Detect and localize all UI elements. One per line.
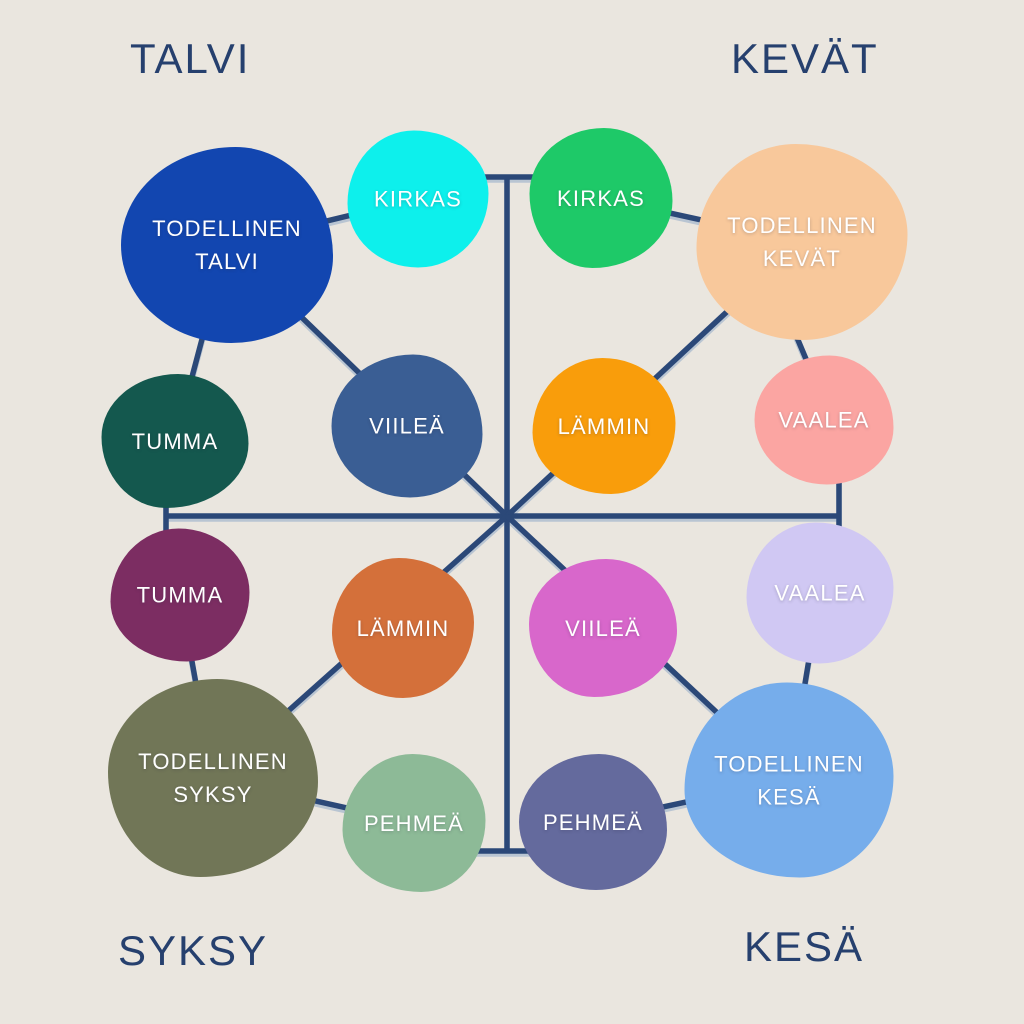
blob-viilea-talvi: VIILEÄ [331,354,483,498]
quadrant-label-kesa: KESÄ [744,923,865,970]
blob-pehmea-kesa: PEHMEÄ [519,754,667,890]
blob-todellinen-talvi: TODELLINEN TALVI [121,147,333,343]
blob-kirkas-talvi: KIRKAS [347,130,489,268]
quadrant-label-kevat: KEVÄT [731,35,879,82]
blob-label-line2: TALVI [195,249,259,274]
blob-lammin-kevat: LÄMMIN [532,358,676,494]
blob-todellinen-kevat: TODELLINEN KEVÄT [696,144,908,340]
quadrant-label-talvi: TALVI [130,35,251,82]
blob-lammin-syksy: LÄMMIN [332,558,474,698]
blob-label-line1: KIRKAS [557,185,645,211]
blob-kirkas-kevat: KIRKAS [529,128,673,268]
blob-todellinen-syksy: TODELLINEN SYKSY [108,679,318,877]
blob-label-line2: KESÄ [757,784,821,809]
quadrant-label-syksy: SYKSY [118,927,269,974]
blob-label-line1: VIILEÄ [369,413,445,439]
blob-label-line1: KIRKAS [374,186,462,212]
blob-label-line1: LÄMMIN [557,413,651,439]
blob-label-line1: TODELLINEN [138,749,288,774]
blob-label-line1: VAALEA [774,580,866,606]
blob-tumma-syksy: TUMMA [110,528,250,662]
blob-vaalea-kesa: VAALEA [746,522,894,664]
blob-label-line2: SYKSY [173,782,253,807]
blob-label-line1: TODELLINEN [714,751,864,776]
blob-label-line1: TUMMA [136,582,224,608]
blob-todellinen-kesa: TODELLINEN KESÄ [684,682,894,878]
blob-label-line1: LÄMMIN [356,615,450,641]
blob-label-line1: PEHMEÄ [542,809,644,835]
blob-label-line1: TODELLINEN [152,216,302,241]
blob-label-line1: TUMMA [131,428,219,454]
blob-tumma-talvi: TUMMA [101,374,249,508]
blob-label-line1: VIILEÄ [565,615,641,641]
blob-label-line2: KEVÄT [762,246,842,271]
blob-label-line1: VAALEA [778,407,870,433]
blob-vaalea-kevat: VAALEA [754,355,894,485]
blob-pehmea-syksy: PEHMEÄ [342,754,486,892]
blob-viilea-kesa: VIILEÄ [529,559,677,697]
blob-label-line1: TODELLINEN [727,213,877,238]
blob-label-line1: PEHMEÄ [363,810,465,836]
